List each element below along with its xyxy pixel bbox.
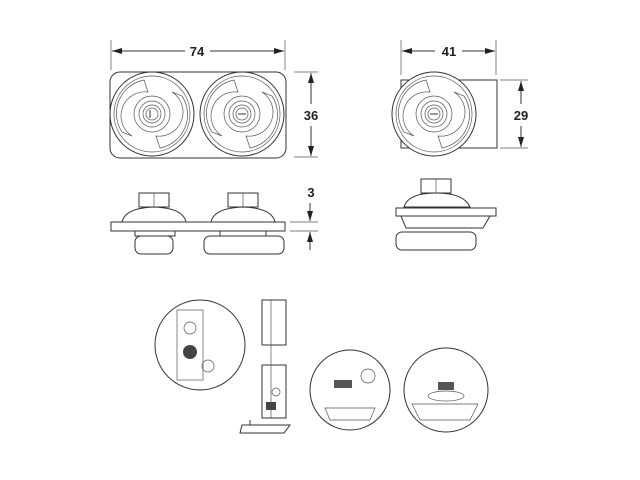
single-slider-top-view bbox=[391, 71, 498, 157]
detail-illustration-2 bbox=[309, 349, 391, 431]
dimension-width-41: 41 bbox=[400, 40, 497, 75]
dimension-width-74: 74 bbox=[110, 40, 286, 70]
dimension-height-36: 36 bbox=[294, 71, 318, 158]
profile-rail-illustration bbox=[239, 299, 291, 434]
detail-illustration-3 bbox=[403, 347, 489, 433]
dim-label-41: 41 bbox=[442, 44, 456, 59]
double-slider-side-view bbox=[110, 192, 286, 255]
dimension-height-29: 29 bbox=[500, 79, 528, 149]
detail-illustration-1 bbox=[154, 299, 246, 391]
dim-label-74: 74 bbox=[190, 44, 205, 59]
dim-label-29: 29 bbox=[514, 108, 528, 123]
single-slider-side-view bbox=[395, 178, 497, 251]
dim-label-36: 36 bbox=[304, 108, 318, 123]
dim-label-3: 3 bbox=[307, 185, 314, 200]
dimension-thickness-3: 3 bbox=[290, 185, 318, 250]
double-slider-top-view bbox=[109, 71, 287, 159]
